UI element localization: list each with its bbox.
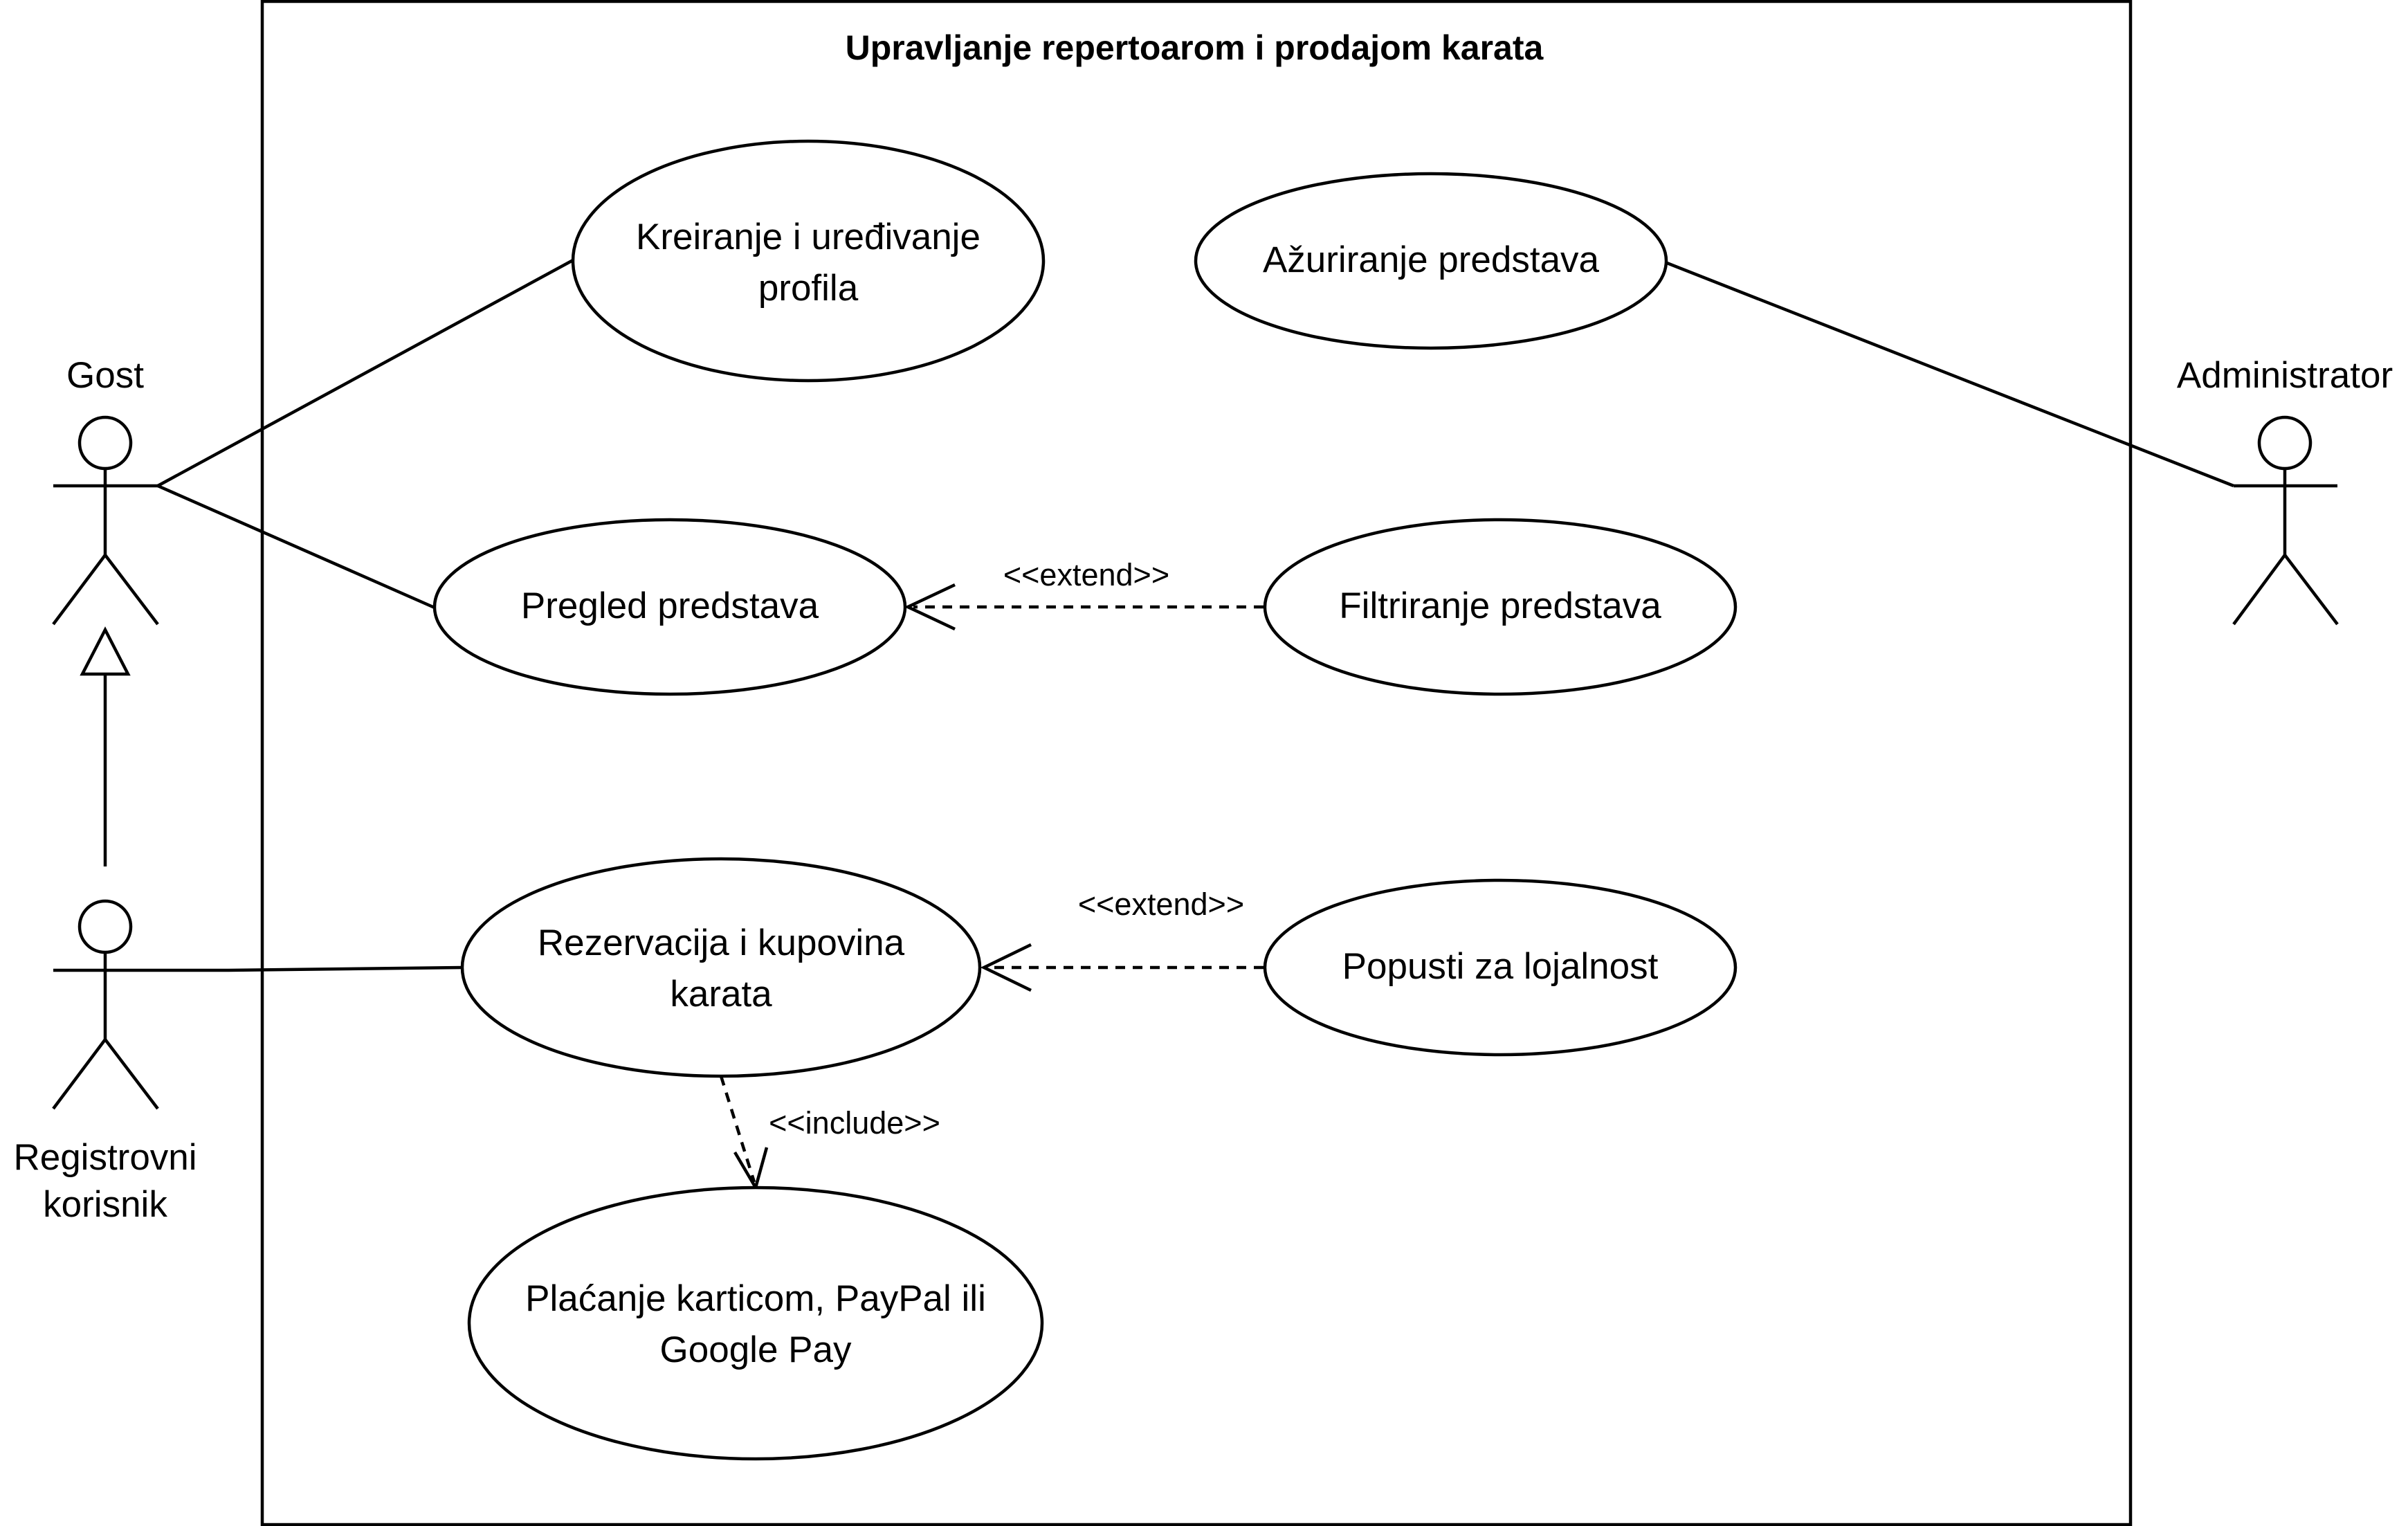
svg-text:karata: karata — [670, 974, 772, 1015]
association-guest-view-shows — [157, 484, 435, 610]
extend-loyalty-label: <<extend>> — [1078, 887, 1244, 922]
svg-text:Google Pay: Google Pay — [660, 1329, 852, 1370]
use-case-profile: Kreiranje i uređivanje profila — [571, 139, 1046, 383]
stick-figure-icon — [52, 415, 159, 626]
extend-loyalty-arrowhead — [980, 943, 1032, 992]
association-admin-update-shows — [1666, 261, 2234, 488]
extend-filter-arrowhead — [904, 583, 956, 631]
actor-registered-label-line2: korisnik — [43, 1184, 167, 1225]
actor-admin-label: Administrator — [2177, 355, 2393, 396]
svg-text:Pregled predstava: Pregled predstava — [521, 585, 819, 626]
svg-text:Popusti za lojalnost: Popusti za lojalnost — [1342, 946, 1659, 987]
svg-text:Plaćanje karticom, PayPal ili: Plaćanje karticom, PayPal ili — [525, 1278, 986, 1319]
svg-text:Filtriranje predstava: Filtriranje predstava — [1339, 585, 1661, 626]
actor-guest-label: Gost — [66, 355, 144, 396]
extend-filter-label: <<extend>> — [1003, 557, 1169, 592]
use-case-update-shows: Ažuriranje predstava — [1194, 172, 1668, 350]
use-case-filter-shows: Filtriranje predstava — [1263, 518, 1737, 696]
stick-figure-icon — [52, 899, 159, 1110]
include-payment-line — [719, 1075, 756, 1183]
use-case-view-shows: Pregled predstava — [432, 518, 907, 696]
association-registered-reservation — [158, 965, 463, 972]
include-payment-label: <<include>> — [769, 1105, 940, 1141]
svg-text:profila: profila — [758, 268, 859, 309]
association-guest-profile — [156, 259, 574, 487]
actor-registered-label-line1: Registrovni — [13, 1137, 197, 1178]
actor-registered-user: Registrovni korisnik — [13, 899, 197, 1225]
system-title: Upravljanje repertoarom i prodajom karat… — [846, 28, 1544, 67]
actor-admin: Administrator — [2177, 355, 2393, 626]
use-case-payment: Plaćanje karticom, PayPal ili Google Pay — [467, 1186, 1044, 1461]
svg-text:Rezervacija i kupovina: Rezervacija i kupovina — [538, 923, 905, 963]
generalization-arrowhead — [80, 626, 131, 676]
actor-guest: Gost — [52, 355, 159, 626]
use-case-loyalty: Popusti za lojalnost — [1263, 878, 1737, 1057]
svg-text:Kreiranje i uređivanje: Kreiranje i uređivanje — [636, 217, 980, 257]
svg-text:Ažuriranje predstava: Ažuriranje predstava — [1263, 239, 1600, 280]
use-case-reservation: Rezervacija i kupovina karata — [460, 857, 982, 1078]
stick-figure-icon — [2232, 415, 2339, 626]
